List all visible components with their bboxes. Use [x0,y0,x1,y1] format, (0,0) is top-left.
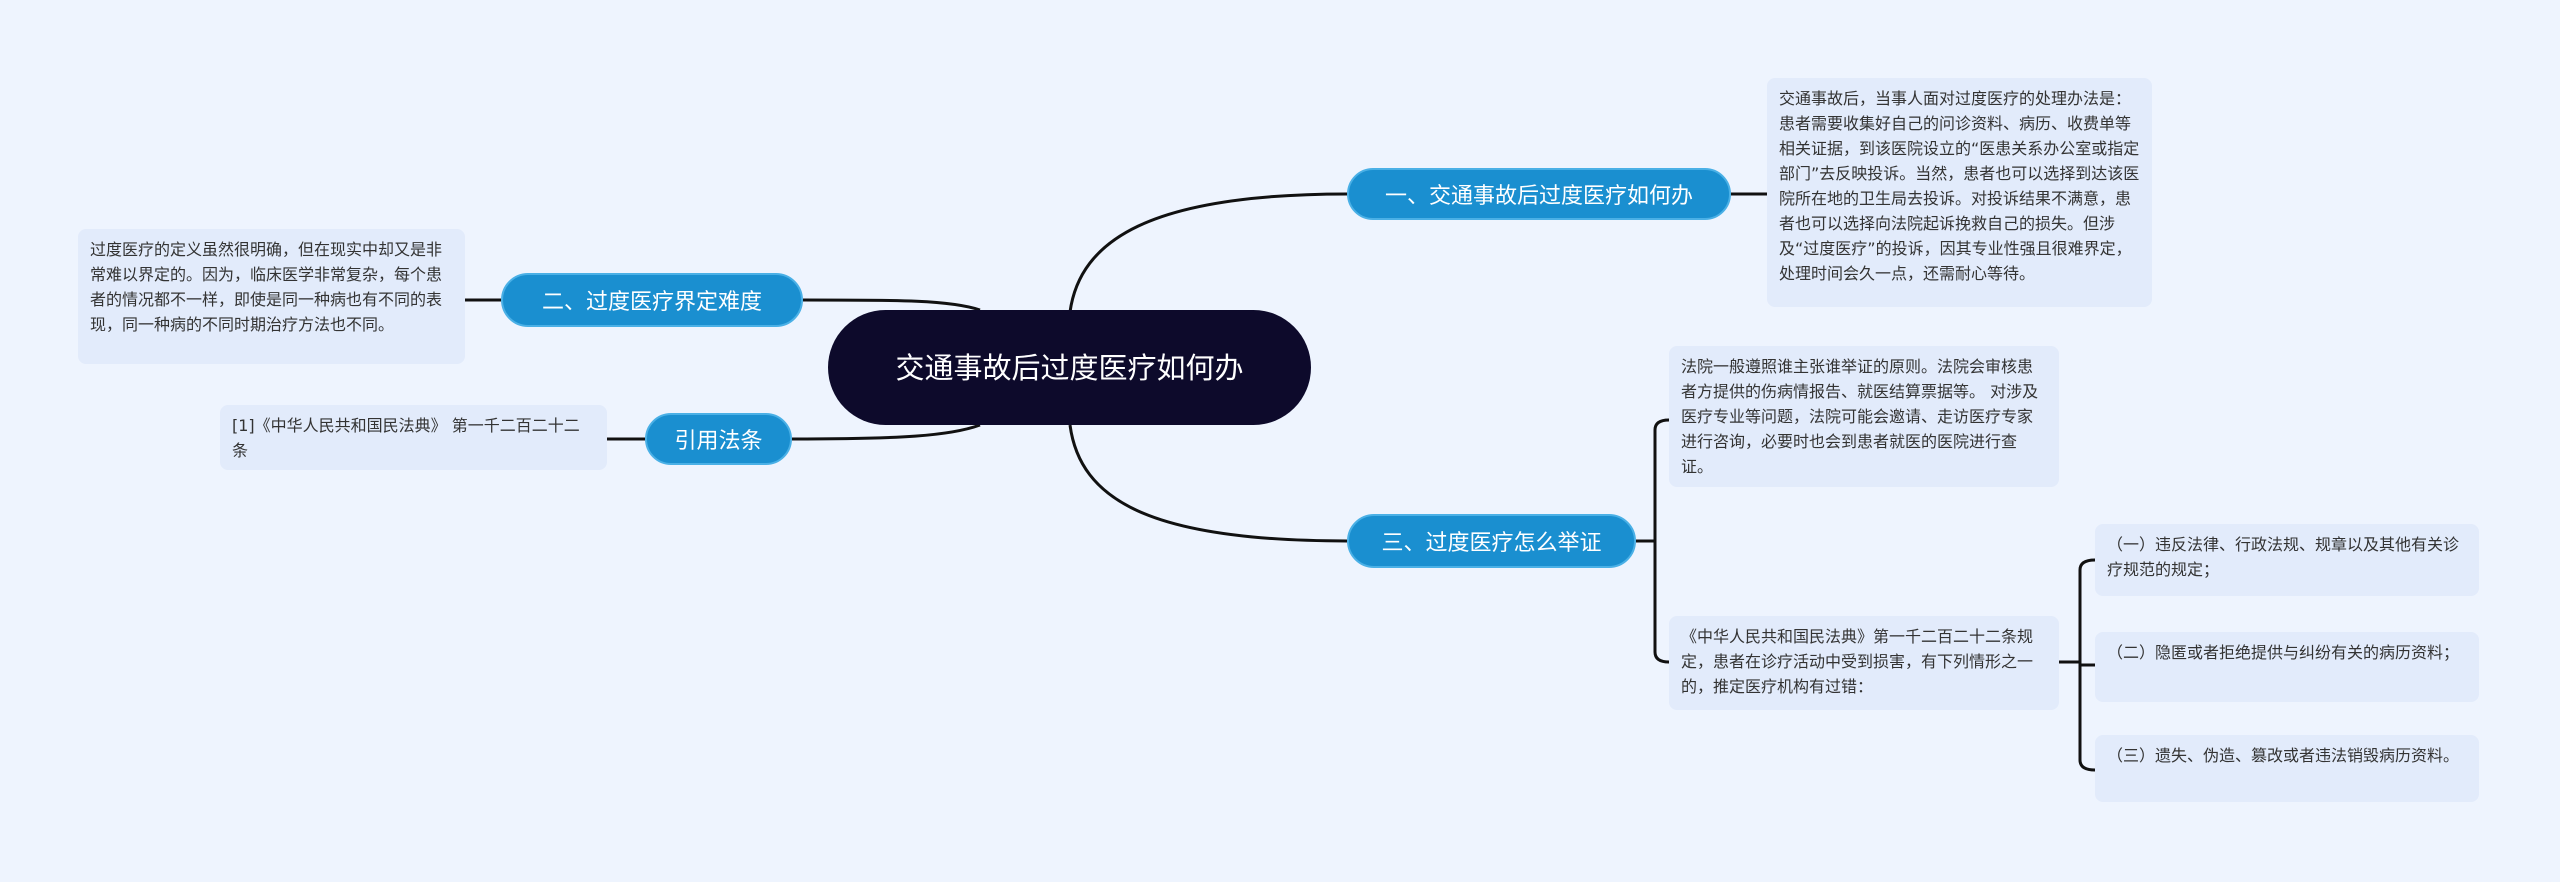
branch-how-to-prove[interactable]: 三、过度医疗怎么举证 [1347,514,1636,568]
note-cited-law: [1]《中华人民共和国民法典》 第一千二百二十二条 [220,405,607,470]
central-topic[interactable]: 交通事故后过度医疗如何办 [828,310,1311,425]
note-definition-difficulty: 过度医疗的定义虽然很明确，但在现实中却又是非常难以界定的。因为，临床医学非常复杂… [78,229,465,364]
list-item: （三）遗失、伪造、篡改或者违法销毁病历资料。 [2095,735,2479,802]
branch-cited-law[interactable]: 引用法条 [645,413,792,465]
branch-how-to-handle[interactable]: 一、交通事故后过度医疗如何办 [1347,168,1731,220]
note-burden-of-proof: 法院一般遵照谁主张谁举证的原则。法院会审核患者方提供的伤病情报告、就医结算票据等… [1669,346,2059,487]
note-how-to-handle: 交通事故后，当事人面对过度医疗的处理办法是：患者需要收集好自己的问诊资料、病历、… [1767,78,2152,307]
list-item: （一）违反法律、行政法规、规章以及其他有关诊疗规范的规定； [2095,524,2479,596]
branch-definition-difficulty[interactable]: 二、过度医疗界定难度 [501,273,803,327]
list-item: （二）隐匿或者拒绝提供与纠纷有关的病历资料； [2095,632,2479,702]
note-civil-code-article: 《中华人民共和国民法典》第一千二百二十二条规定，患者在诊疗活动中受到损害，有下列… [1669,616,2059,710]
